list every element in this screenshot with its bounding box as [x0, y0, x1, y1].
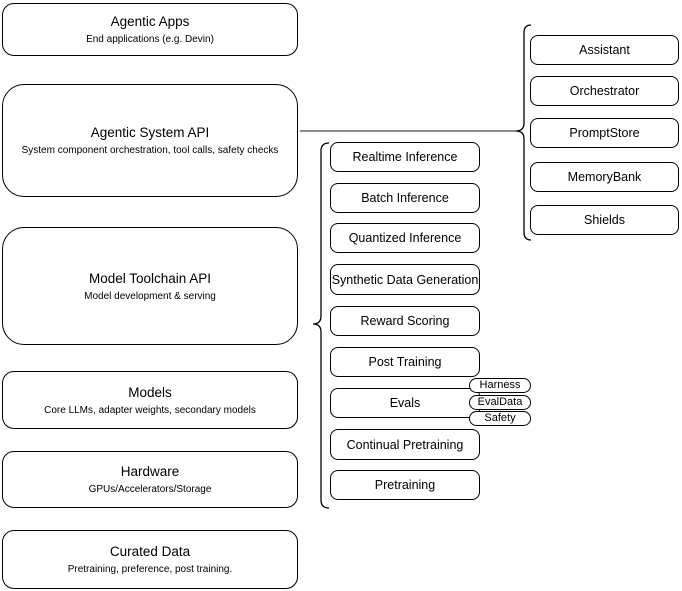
system-component-orchestrator: Orchestrator [530, 76, 679, 106]
system-component-label: MemoryBank [567, 170, 642, 184]
toolchain-item-continual-pretraining: Continual Pretraining [330, 429, 480, 460]
layer-box-curated-data: Curated Data Pretraining, preference, po… [2, 530, 298, 589]
system-component-promptstore: PromptStore [530, 118, 679, 148]
system-component-label: Assistant [579, 43, 630, 57]
toolchain-item-quantized-inference: Quantized Inference [330, 223, 480, 253]
toolchain-item-label: Pretraining [374, 478, 436, 492]
layer-box-models: Models Core LLMs, adapter weights, secon… [2, 371, 298, 429]
brace-toolchain-items [312, 142, 330, 509]
layer-title: Models [128, 384, 172, 400]
system-component-assistant: Assistant [530, 35, 679, 65]
layer-subtitle: System component orchestration, tool cal… [21, 145, 279, 156]
system-component-memorybank: MemoryBank [530, 162, 679, 192]
layer-subtitle: Pretraining, preference, post training. [67, 564, 233, 575]
toolchain-item-synthetic-data-generation: Synthetic Data Generation [330, 264, 480, 295]
brace-system-components [515, 24, 532, 241]
layer-title: Agentic Apps [110, 14, 190, 29]
layer-box-hardware: Hardware GPUs/Accelerators/Storage [2, 451, 298, 508]
layer-title: Curated Data [109, 544, 191, 559]
system-component-shields: Shields [530, 205, 679, 235]
system-component-label: Orchestrator [569, 84, 640, 98]
toolchain-item-label: Quantized Inference [348, 231, 462, 245]
system-component-label: Shields [584, 213, 625, 227]
layer-title: Agentic System API [90, 125, 210, 140]
layer-box-agentic-system-api: Agentic System API System component orch… [2, 84, 298, 197]
toolchain-item-label: Realtime Inference [352, 150, 458, 164]
toolchain-item-label: Synthetic Data Generation [331, 272, 479, 287]
eval-tag-label: EvalData [477, 396, 523, 408]
toolchain-item-reward-scoring: Reward Scoring [330, 306, 480, 336]
eval-tag-harness: Harness [469, 378, 531, 393]
toolchain-item-batch-inference: Batch Inference [330, 183, 480, 213]
layer-box-model-toolchain-api: Model Toolchain API Model development & … [2, 227, 298, 345]
toolchain-item-realtime-inference: Realtime Inference [330, 142, 480, 172]
toolchain-item-label: Continual Pretraining [346, 437, 464, 452]
eval-tag-safety: Safety [469, 411, 531, 426]
eval-tag-label: Safety [484, 412, 516, 424]
toolchain-item-label: Batch Inference [361, 191, 449, 205]
toolchain-item-label: Post Training [368, 355, 442, 369]
layer-subtitle: Model development & serving [84, 290, 216, 302]
toolchain-item-label: Evals [389, 396, 421, 410]
eval-tag-label: Harness [479, 379, 521, 391]
toolchain-item-pretraining: Pretraining [330, 470, 480, 500]
layer-title: Hardware [120, 464, 180, 479]
layer-title: Model Toolchain API [88, 270, 212, 286]
eval-tag-evaldata: EvalData [469, 395, 531, 410]
system-component-label: PromptStore [569, 126, 640, 140]
layer-box-agentic-apps: Agentic Apps End applications (e.g. Devi… [2, 3, 298, 56]
layer-subtitle: End applications (e.g. Devin) [86, 34, 214, 45]
toolchain-item-label: Reward Scoring [360, 314, 450, 328]
toolchain-item-post-training: Post Training [330, 347, 480, 377]
layer-subtitle: Core LLMs, adapter weights, secondary mo… [44, 404, 256, 416]
layer-subtitle: GPUs/Accelerators/Storage [88, 484, 212, 495]
toolchain-item-evals: Evals [330, 388, 480, 418]
